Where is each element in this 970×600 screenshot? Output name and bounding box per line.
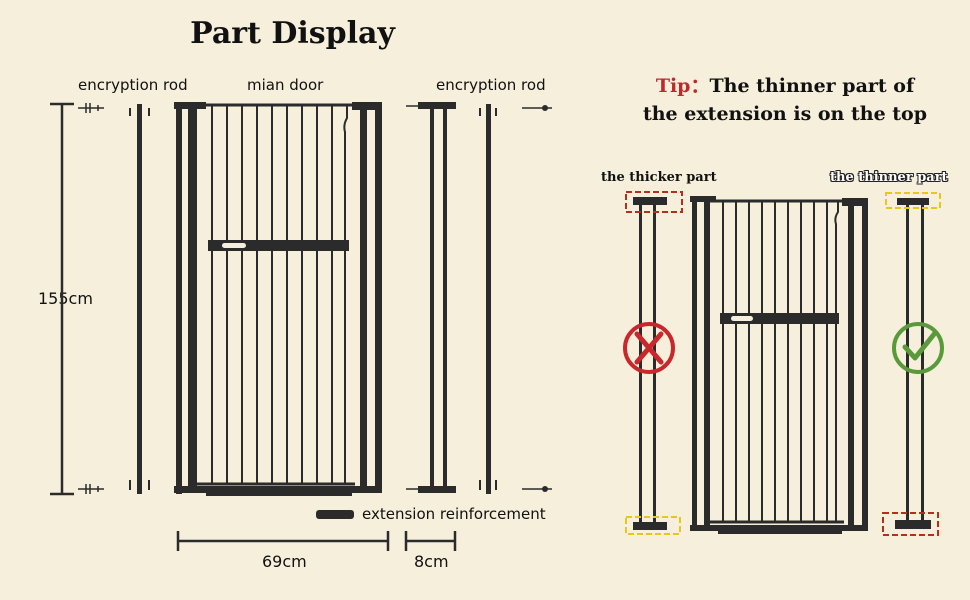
label-extension-reinforcement: extension reinforcement (362, 505, 546, 523)
x-circle-icon (623, 322, 675, 374)
extension-thicker-side (633, 197, 667, 530)
label-thicker-part: the thicker part (601, 170, 717, 185)
highlight-thinner-bottom (882, 512, 939, 536)
label-main-door: mian door (247, 76, 324, 94)
height-dimension-label: 155cm (38, 289, 93, 308)
tip-text-line2: the extension is on the top (642, 103, 928, 125)
wall-screw-bottom-right (522, 486, 552, 492)
label-thinner-part: the thinner part (830, 170, 948, 185)
highlight-thinner-top (885, 192, 941, 209)
tip-label: Tip (655, 75, 691, 97)
door-width-dimension-label: 69cm (262, 552, 307, 571)
height-dimension-line (50, 102, 74, 496)
highlight-thicker-top (625, 191, 683, 213)
highlight-thicker-bottom (625, 516, 681, 535)
screw-marks (129, 108, 497, 490)
tip-text: Tip：The thinner part of the extension is… (600, 72, 970, 128)
door-width-dimension-line (176, 531, 390, 551)
check-circle-icon (892, 322, 944, 374)
extension-width-dimension-label: 8cm (414, 552, 449, 571)
label-encryption-rod-right: encryption rod (436, 76, 546, 94)
page-title: Part Display (190, 16, 395, 51)
encryption-rod-right (486, 104, 491, 494)
wall-screw-bottom-left (78, 484, 104, 494)
extension-piece (406, 102, 456, 493)
extension-width-dimension-line (404, 531, 457, 551)
wall-screw-top-left (78, 103, 104, 113)
main-door (174, 102, 382, 496)
extension-thinner-side (895, 198, 931, 529)
encryption-rod-left (137, 104, 142, 494)
tip-text-line1: The thinner part of (709, 75, 915, 97)
main-door-small (690, 196, 868, 534)
wall-screw-top-right (522, 105, 552, 111)
label-encryption-rod-left: encryption rod (78, 76, 188, 94)
extension-reinforcement-icon (316, 510, 354, 519)
